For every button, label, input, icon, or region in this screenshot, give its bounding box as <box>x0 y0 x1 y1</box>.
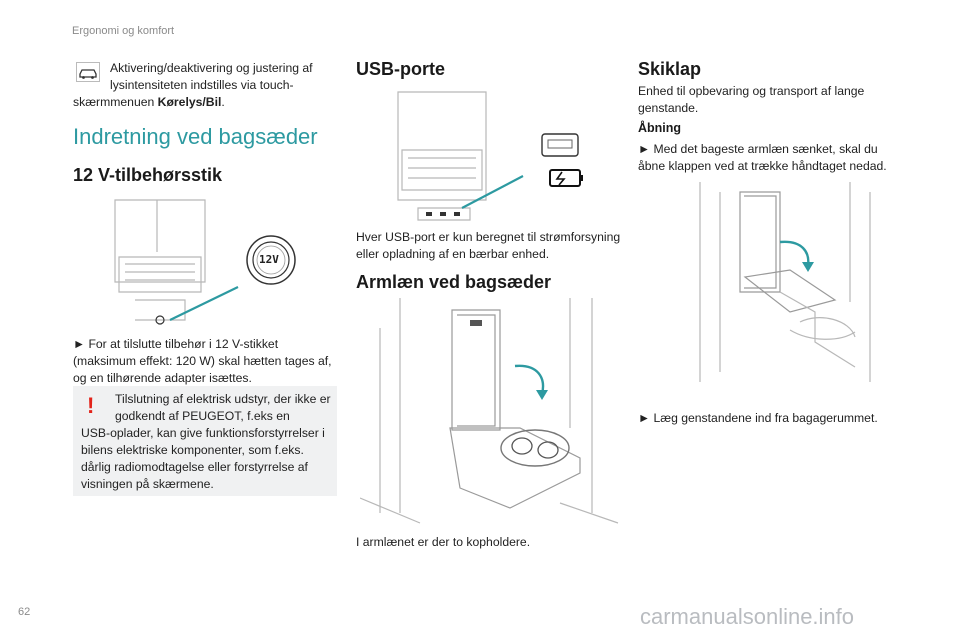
page-number: 62 <box>18 606 31 618</box>
usb-ports-illustration <box>397 91 583 221</box>
intro-line-2: lysintensiteten indstilles via touch- <box>110 78 294 92</box>
intro-line-3-prefix: skærmmenuen <box>73 95 158 109</box>
skiklap-title: Skiklap <box>638 59 702 79</box>
socket-line-2: (maksimum effekt: 120 W) skal hætten tag… <box>73 354 332 368</box>
armrest-illustration <box>360 298 619 524</box>
load-line: ► Læg genstandene ind fra bagagerummet. <box>638 411 878 425</box>
car-lighting-icon <box>76 62 100 82</box>
section-title: Indretning ved bagsæder <box>73 124 318 149</box>
warning-line-3: USB-oplader, kan give funktionsforstyrre… <box>81 426 325 440</box>
usb-line-2: eller opladning af en bærbar enhed. <box>356 247 550 261</box>
ski-hatch-illustration <box>699 182 871 382</box>
warning-line-1: Tilslutning af elektrisk udstyr, der ikk… <box>115 392 331 406</box>
armrest-title: Armlæn ved bagsæder <box>356 272 552 292</box>
usb-line-1: Hver USB-port er kun beregnet til strømf… <box>356 230 621 244</box>
warning-line-6: visningen på skærmene. <box>81 477 214 491</box>
opening-title: Åbning <box>638 121 682 135</box>
warning-line-2: godkendt af PEUGEOT, f.eks en <box>115 409 290 423</box>
opening-line-1: ► Med det bageste armlæn sænket, skal du <box>638 142 878 156</box>
socket-line-3: og en tilhørende adapter isættes. <box>73 371 252 385</box>
armrest-caption: I armlænet er der to kopholdere. <box>356 535 531 549</box>
warning-box: ! Tilslutning af elektrisk udstyr, der i… <box>73 386 337 496</box>
socket-title: 12 V-tilbehørsstik <box>73 165 223 185</box>
intro-line-3-suffix: . <box>221 95 225 109</box>
running-header: Ergonomi og komfort <box>72 25 175 37</box>
intro-line-3: skærmmenuen Kørelys/Bil. <box>73 94 225 111</box>
menu-path-bold: Kørelys/Bil <box>157 95 222 109</box>
watermark: carmanualsonline.info <box>640 604 855 629</box>
skiklap-line-2: genstande. <box>638 101 699 115</box>
warning-icon: ! <box>87 393 95 418</box>
warning-line-4: bilens elektriske komponenter, som f.eks… <box>81 443 304 457</box>
opening-line-2: åbne klappen ved at trække håndtaget ned… <box>638 159 887 173</box>
skiklap-line-1: Enhed til opbevaring og transport af lan… <box>638 84 865 98</box>
usb-title: USB-porte <box>356 59 445 79</box>
intro-line-1: Aktivering/deaktivering og justering af <box>110 61 313 75</box>
warning-line-5: dårlig radiomodtagelse eller forstyrrels… <box>81 460 308 474</box>
12v-label: 12V <box>259 253 279 266</box>
socket-line-1: ► For at tilslutte tilbehør i 12 V-stikk… <box>73 337 279 351</box>
12v-socket-illustration <box>114 199 296 325</box>
